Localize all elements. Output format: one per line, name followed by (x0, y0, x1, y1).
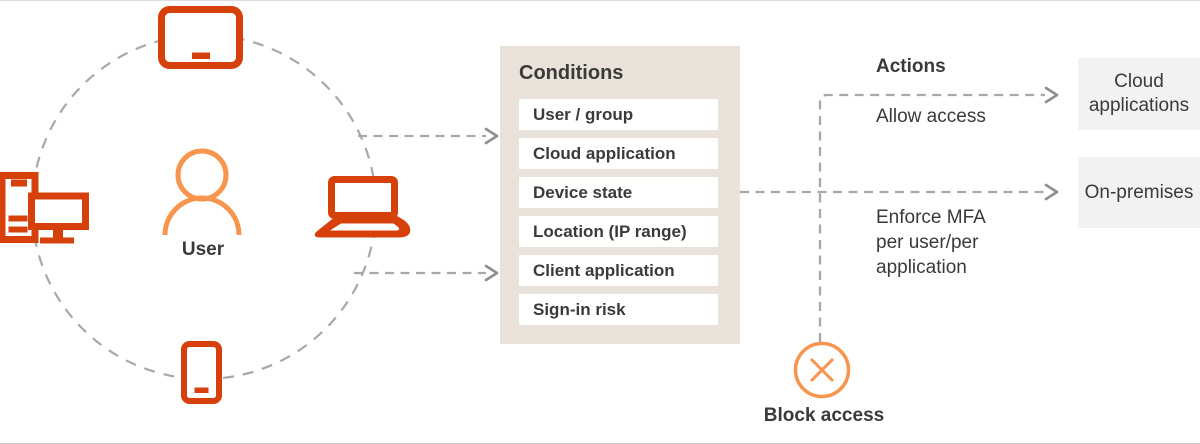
block-access-icon (793, 341, 851, 399)
conditions-panel: Conditions User / group Cloud applicatio… (500, 46, 740, 344)
condition-arrow-top (358, 127, 499, 145)
condition-row-sign-in-risk: Sign-in risk (519, 294, 718, 325)
allow-access-label: Allow access (876, 106, 986, 127)
laptop-icon (314, 176, 411, 238)
on-premises-box: On-premises (1078, 157, 1200, 228)
condition-row-device-state: Device state (519, 177, 718, 208)
phone-icon (181, 341, 222, 404)
condition-arrow-bottom (354, 264, 499, 282)
user-icon (162, 148, 242, 236)
onprem-arrow (740, 183, 1059, 201)
condition-row-cloud-application: Cloud application (519, 138, 718, 169)
condition-row-user-group: User / group (519, 99, 718, 130)
user-label: User (181, 239, 225, 260)
condition-row-client-application: Client application (519, 255, 718, 286)
desktop-icon (0, 172, 89, 244)
actions-branch-line (818, 86, 1059, 342)
conditions-title: Conditions (519, 62, 624, 84)
condition-row-location: Location (IP range) (519, 216, 718, 247)
tablet-icon (158, 6, 243, 69)
conditions-list: User / group Cloud application Device st… (519, 99, 718, 325)
block-access-label: Block access (763, 405, 885, 426)
actions-title: Actions (876, 56, 946, 77)
enforce-mfa-label: Enforce MFA per user/per application (876, 207, 986, 278)
cloud-arrowhead (1044, 86, 1059, 104)
cloud-applications-box: Cloud applications (1078, 58, 1200, 130)
